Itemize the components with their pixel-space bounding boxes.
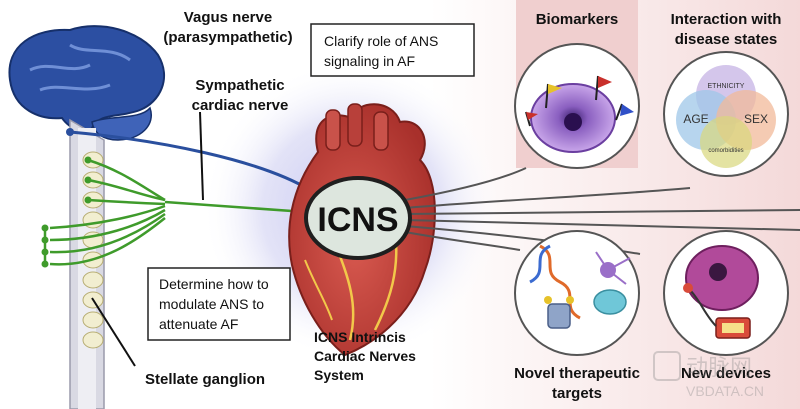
clarify-box: Clarify role of ANS signaling in AF — [310, 23, 475, 77]
venn-comorbidities: comorbidities — [708, 148, 743, 154]
venn-age: AGE — [683, 112, 708, 126]
vagus-label-line1: Vagus nerve — [184, 9, 272, 26]
therapeutic-circle — [514, 230, 640, 356]
flag-icon — [598, 76, 612, 88]
devices-title: New devices — [681, 365, 771, 382]
vagus-origin-dot — [66, 128, 74, 136]
ion-channel-icon — [547, 303, 571, 329]
interaction-title-line2: disease states — [675, 31, 778, 48]
sympathetic-label-line2: cardiac nerve — [192, 97, 289, 114]
determine-text-line1: Determine how to — [159, 276, 269, 292]
devices-circle — [663, 230, 789, 356]
watermark-url: VBDATA.CN — [686, 383, 764, 399]
brain-spine-illustration — [8, 25, 165, 409]
interaction-title-line1: Interaction with — [671, 11, 782, 28]
flag-icon — [620, 104, 634, 116]
venn-circle: ETHNICITY AGE SEX comorbidities — [663, 51, 789, 177]
biomarkers-circle — [514, 43, 640, 169]
watermark-cn: 动脉网 — [686, 355, 752, 380]
icns-fullname-line2: Cardiac Nerves — [314, 348, 416, 364]
sympathetic-pointer — [199, 111, 204, 201]
sympathetic-nerve-lines — [43, 158, 307, 266]
icns-oval — [304, 176, 412, 260]
cell-icon — [593, 289, 627, 315]
watermark: 动脉网 VBDATA.CN — [653, 351, 764, 399]
biomarkers-title: Biomarkers — [536, 11, 619, 28]
sympathetic-label-line1: Sympathetic — [195, 77, 284, 94]
watermark-logo — [653, 351, 681, 381]
clarify-text-line2: signaling in AF — [324, 53, 415, 69]
icns-label: ICNS — [317, 201, 398, 239]
icns-fullname-line3: System — [314, 367, 364, 383]
icns-fullname-line1: ICNS Intrincis — [314, 329, 406, 345]
determine-text-line3: attenuate AF — [159, 316, 238, 332]
dna-icon — [539, 244, 581, 320]
therapeutic-title-line2: targets — [552, 385, 602, 402]
determine-box: Determine how to modulate ANS to attenua… — [147, 267, 291, 341]
vagus-nerve-line — [69, 130, 311, 192]
therapeutic-title-line1: Novel therapeutic — [514, 365, 640, 382]
flag-icon — [548, 84, 562, 94]
venn-ethnicity: ETHNICITY — [708, 83, 745, 90]
venn-sex: SEX — [744, 112, 768, 126]
stellate-label: Stellate ganglion — [145, 371, 265, 388]
clarify-text-line1: Clarify role of ANS — [324, 33, 438, 49]
stellate-pointer — [91, 297, 136, 367]
flag-icon — [526, 112, 538, 120]
vagus-label-line2: (parasympathetic) — [163, 29, 292, 46]
determine-text-line2: modulate ANS to — [159, 296, 264, 312]
